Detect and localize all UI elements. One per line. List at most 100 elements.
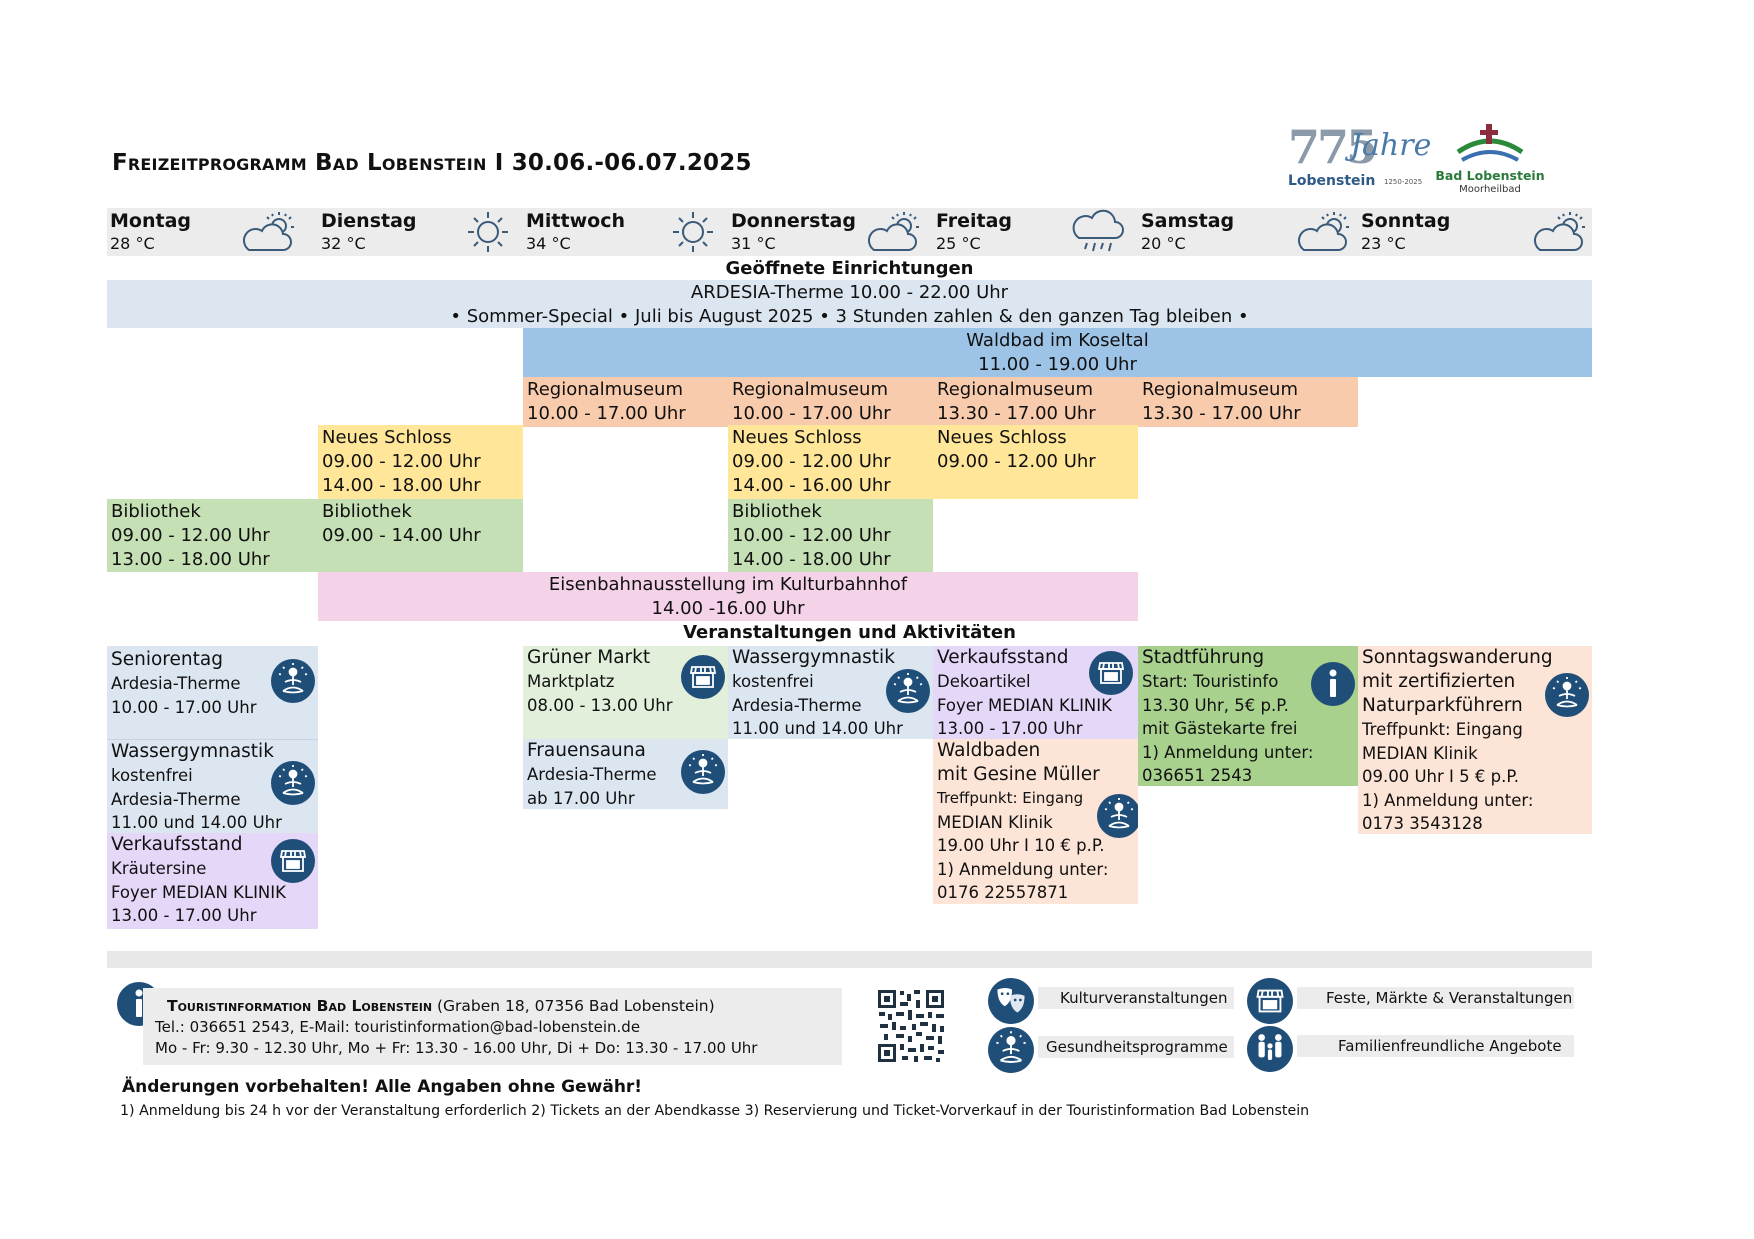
event-meeting-point: Treffpunkt: Eingang (1362, 720, 1523, 739)
museum-name: Regionalmuseum (732, 379, 888, 400)
day-temperature: 34 °C (526, 234, 571, 253)
family-icon (1246, 1025, 1294, 1073)
facility-museum-wednesday: Regionalmuseum 10.00 - 17.00 Uhr (523, 377, 728, 427)
logo-bad-lobenstein: Bad Lobenstein Moorheilbad (1430, 118, 1550, 200)
event-phone: 0176 22557871 (937, 883, 1069, 902)
eisenbahn-hours: 14.00 -16.00 Uhr (651, 598, 805, 619)
museum-hours: 10.00 - 17.00 Uhr (527, 403, 686, 424)
market-stall-icon (1246, 977, 1294, 1025)
event-guest-card: mit Gästekarte frei (1142, 719, 1298, 738)
logo-bad-lobenstein-emblem (1456, 124, 1524, 162)
event-location: Marktplatz (527, 672, 615, 691)
ardesia-hours: ARDESIA-Therme 10.00 - 22.00 Uhr (690, 282, 1009, 303)
rain-cloud-icon (1071, 208, 1125, 256)
weekday-header-row: Montag 28 °C Dienstag 32 °C Mittwoch 34 … (107, 208, 1592, 256)
museum-hours: 10.00 - 17.00 Uhr (732, 403, 891, 424)
section-facilities-heading: Geöffnete Einrichtungen (725, 258, 974, 279)
info-icon (1310, 661, 1356, 707)
event-location: Ardesia-Therme (527, 765, 657, 784)
museum-hours: 13.30 - 17.00 Uhr (937, 403, 1096, 424)
partly-cloudy-icon (1294, 210, 1354, 254)
tourist-info-contact: Tel.: 036651 2543, E-Mail: touristinform… (155, 1018, 641, 1036)
partly-cloudy-icon (1530, 210, 1590, 254)
event-title: Waldbaden (937, 740, 1041, 761)
day-temperature: 32 °C (321, 234, 366, 253)
event-location: MEDIAN Klinik (1362, 743, 1478, 763)
eisenbahn-name: Eisenbahnausstellung im Kulturbahnhof (548, 574, 908, 595)
museum-hours: 13.30 - 17.00 Uhr (1142, 403, 1301, 424)
event-title: Stadtführung (1142, 647, 1265, 668)
day-name: Samstag (1141, 210, 1235, 232)
event-verkaufsstand-friday: Verkaufsstand Dekoartikel Foyer MEDIAN K… (933, 646, 1138, 739)
bibliothek-hours-1: 10.00 - 12.00 Uhr (732, 525, 891, 546)
day-name: Montag (110, 210, 191, 232)
event-time: 11.00 und 14.00 Uhr (111, 813, 282, 832)
day-saturday: Samstag 20 °C (1138, 208, 1358, 256)
schloss-name: Neues Schloss (732, 427, 862, 448)
facility-bibliothek-monday: Bibliothek 09.00 - 12.00 Uhr 13.00 - 18.… (107, 499, 318, 572)
event-location: Ardesia-Therme (111, 674, 241, 693)
day-sunday: Sonntag 23 °C (1358, 208, 1592, 256)
museum-name: Regionalmuseum (527, 379, 683, 400)
bibliothek-hours-2: 14.00 - 18.00 Uhr (732, 549, 891, 570)
day-friday: Freitag 25 °C (933, 208, 1138, 256)
event-location: Ardesia-Therme (111, 789, 241, 809)
bibliothek-hours-1: 09.00 - 14.00 Uhr (322, 525, 481, 546)
day-thursday: Donnerstag 31 °C (728, 208, 933, 256)
partly-cloudy-icon (239, 210, 299, 254)
health-icon (680, 749, 726, 795)
market-stall-icon (1088, 650, 1134, 696)
event-seniorentag: Seniorentag Ardesia-Therme 10.00 - 17.00… (107, 646, 318, 739)
legend-kulturveranstaltungen: Kulturveranstaltungen (1038, 987, 1234, 1009)
day-name: Freitag (936, 210, 1013, 232)
health-icon (1096, 793, 1138, 839)
logo-town-sub: Moorheilbad (1459, 184, 1521, 195)
event-vendor: Dekoartikel (937, 672, 1031, 691)
event-wassergymnastik-monday: Wassergymnastik kostenfrei Ardesia-Therm… (107, 739, 318, 833)
facility-eisenbahnausstellung: Eisenbahnausstellung im Kulturbahnhof 14… (318, 572, 1138, 621)
event-time: 11.00 und 14.00 Uhr (732, 719, 903, 738)
separator-bar (107, 951, 1592, 968)
event-time-price: 19.00 Uhr I 10 € p.P. (937, 836, 1105, 855)
event-phone: 036651 2543 (1142, 766, 1253, 785)
tourist-info-hours: Mo - Fr: 9.30 - 12.30 Uhr, Mo + Fr: 13.3… (155, 1039, 758, 1057)
event-location: MEDIAN Klinik (937, 812, 1053, 832)
facility-ardesia-therme: ARDESIA-Therme 10.00 - 22.00 Uhr • Somme… (107, 280, 1592, 328)
day-wednesday: Mittwoch 34 °C (523, 208, 728, 256)
event-registration: 1) Anmeldung unter: (1362, 790, 1534, 810)
event-time-price: 09.00 Uhr I 5 € p.P. (1362, 767, 1519, 786)
museum-name: Regionalmuseum (937, 379, 1093, 400)
day-name: Dienstag (321, 210, 417, 232)
facility-schloss-tuesday: Neues Schloss 09.00 - 12.00 Uhr 14.00 - … (318, 425, 523, 499)
facility-museum-friday: Regionalmuseum 13.30 - 17.00 Uhr (933, 377, 1138, 427)
legend-gesundheitsprogramme: Gesundheitsprogramme (1038, 1036, 1234, 1058)
theater-masks-icon (987, 977, 1035, 1025)
schloss-hours-2: 14.00 - 18.00 Uhr (322, 475, 481, 496)
schloss-name: Neues Schloss (322, 427, 452, 448)
museum-name: Regionalmuseum (1142, 379, 1298, 400)
day-temperature: 31 °C (731, 234, 776, 253)
tourist-info-name: Touristinformation Bad Lobenstein (167, 997, 433, 1015)
day-name: Mittwoch (526, 210, 625, 232)
event-gruener-markt: Grüner Markt Marktplatz 08.00 - 13.00 Uh… (523, 646, 728, 739)
health-icon (885, 668, 931, 714)
ardesia-special: • Sommer-Special • Juli bis August 2025 … (450, 306, 1249, 327)
schloss-hours-1: 09.00 - 12.00 Uhr (732, 451, 891, 472)
logo-775-town: Lobenstein (1288, 173, 1376, 189)
logo-775-word: Jahre (1350, 128, 1432, 163)
page-title: Freizeitprogramm Bad Lobenstein I 30.06.… (112, 150, 752, 176)
health-icon (270, 658, 316, 704)
logo-775-jahre: 775 Jahre Lobenstein 1250-2025 (1286, 120, 1431, 198)
event-wassergymnastik-thursday: Wassergymnastik kostenfrei Ardesia-Therm… (728, 646, 933, 739)
event-start: Start: Touristinfo (1142, 672, 1279, 691)
event-price: kostenfrei (111, 766, 193, 785)
day-temperature: 25 °C (936, 234, 981, 253)
event-guide: mit Gesine Müller (937, 764, 1100, 785)
market-stall-icon (680, 654, 726, 700)
day-tuesday: Dienstag 32 °C (318, 208, 523, 256)
event-registration: 1) Anmeldung unter: (937, 859, 1109, 879)
event-title: Verkaufsstand (111, 834, 243, 855)
event-title: Wassergymnastik (111, 741, 274, 762)
facility-bibliothek-tuesday: Bibliothek 09.00 - 14.00 Uhr (318, 499, 523, 572)
qr-code (876, 988, 946, 1064)
